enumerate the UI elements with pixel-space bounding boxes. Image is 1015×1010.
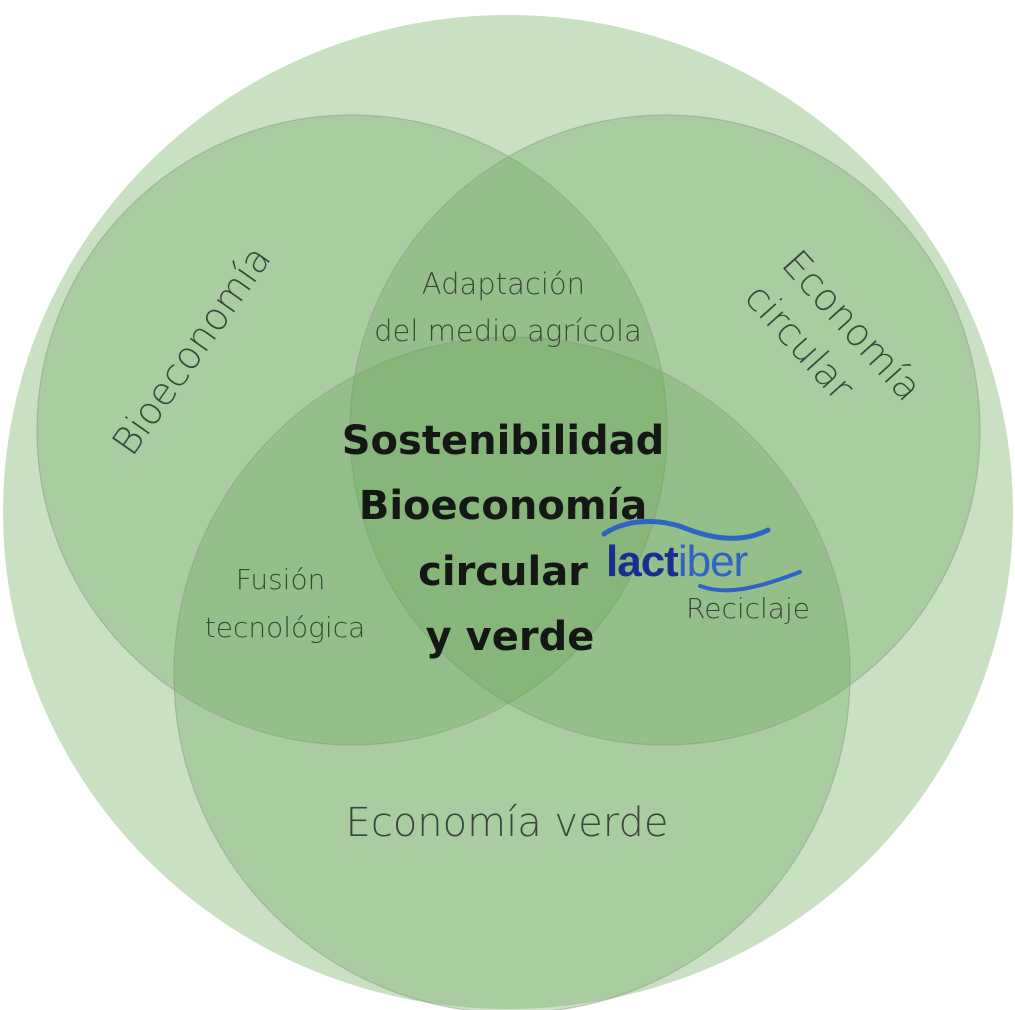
label-center-line4: y verde <box>426 614 595 660</box>
circle-economia-verde <box>173 336 851 1010</box>
label-center-line1: Sostenibilidad <box>342 418 665 464</box>
logo-text-lact: lact <box>606 537 679 586</box>
label-reciclaje: Reciclaje <box>686 592 810 625</box>
outer-circle <box>3 15 1013 1009</box>
logo-wave-top <box>601 519 771 541</box>
logo-text-iber: iber <box>678 537 748 586</box>
label-fusion: Fusión tecnológica <box>205 563 366 644</box>
logo-wave-bottom <box>698 570 802 593</box>
label-adaptacion-line1: Adaptación <box>422 267 585 301</box>
label-fusion-line1: Fusión <box>236 563 326 596</box>
label-center-line3: circular <box>418 549 588 595</box>
label-adaptacion: Adaptación del medio agrícola <box>374 267 642 348</box>
label-center: Sostenibilidad Bioeconomía circular y ve… <box>342 418 679 660</box>
label-center-line2: Bioeconomía <box>359 483 647 529</box>
svg-text:lactiber: lactiber <box>606 537 748 586</box>
label-fusion-line2: tecnológica <box>205 611 366 644</box>
circle-economia-circular <box>349 114 981 746</box>
circle-bioeconomia <box>36 114 668 746</box>
label-economia-verde: Economía verde <box>346 800 669 846</box>
lactiber-logo: lactiber <box>601 519 802 593</box>
label-adaptacion-line2: del medio agrícola <box>374 314 642 348</box>
